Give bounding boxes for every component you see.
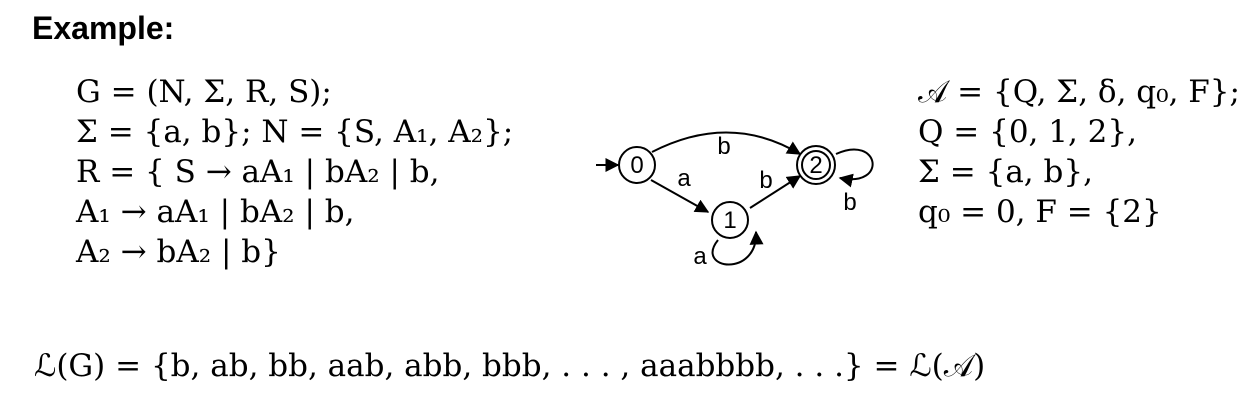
- loop-1: [711, 230, 764, 266]
- state-2: 2: [796, 145, 836, 185]
- automaton-line-3: Σ = {a, b},: [918, 154, 1093, 190]
- edge-0-2: [651, 131, 802, 155]
- state-0: 0: [618, 146, 656, 184]
- state-2-label: 2: [809, 152, 822, 179]
- state-0-label: 0: [630, 152, 643, 179]
- edge-0-2-label: b: [717, 133, 730, 160]
- grammar-line-1: G = (N, Σ, R, S);: [76, 74, 332, 110]
- edge-1-2-label: b: [759, 167, 772, 194]
- grammar-line-2: Σ = {a, b}; N = {S, A₁, A₂};: [76, 114, 514, 150]
- edge-0-1-label: a: [677, 165, 691, 192]
- automaton-definition: 𝒜 = {Q, Σ, δ, q₀, F}; Q = {0, 1, 2}, Σ =…: [918, 72, 1240, 232]
- grammar-line-3: R = { S → aA₁ | bA₂ | b,: [76, 154, 440, 190]
- edge-1-2: [749, 175, 802, 209]
- state-1: 1: [711, 201, 749, 239]
- loop-2: [835, 148, 874, 188]
- automaton-line-1: 𝒜 = {Q, Σ, δ, q₀, F};: [918, 74, 1240, 110]
- state-1-label: 1: [723, 207, 736, 234]
- grammar-line-4: A₁ → aA₁ | bA₂ | b,: [76, 194, 355, 230]
- grammar-definition: G = (N, Σ, R, S); Σ = {a, b}; N = {S, A₁…: [76, 72, 513, 272]
- example-heading: Example:: [32, 10, 175, 46]
- edge-0-1: [650, 179, 710, 213]
- loop-2-label: b: [843, 189, 856, 216]
- automaton-line-4: q₀ = 0, F = {2}: [918, 194, 1162, 230]
- automaton-diagram: b a b a b 0 1 2: [590, 120, 890, 285]
- loop-1-label: a: [693, 243, 707, 270]
- automaton-line-2: Q = {0, 1, 2},: [918, 114, 1137, 150]
- automaton-svg: b a b a b 0 1 2: [596, 131, 874, 270]
- grammar-line-5: A₂ → bA₂ | b}: [76, 234, 281, 270]
- language-equation: ℒ(G) = {b, ab, bb, aab, abb, bbb, . . . …: [34, 348, 986, 384]
